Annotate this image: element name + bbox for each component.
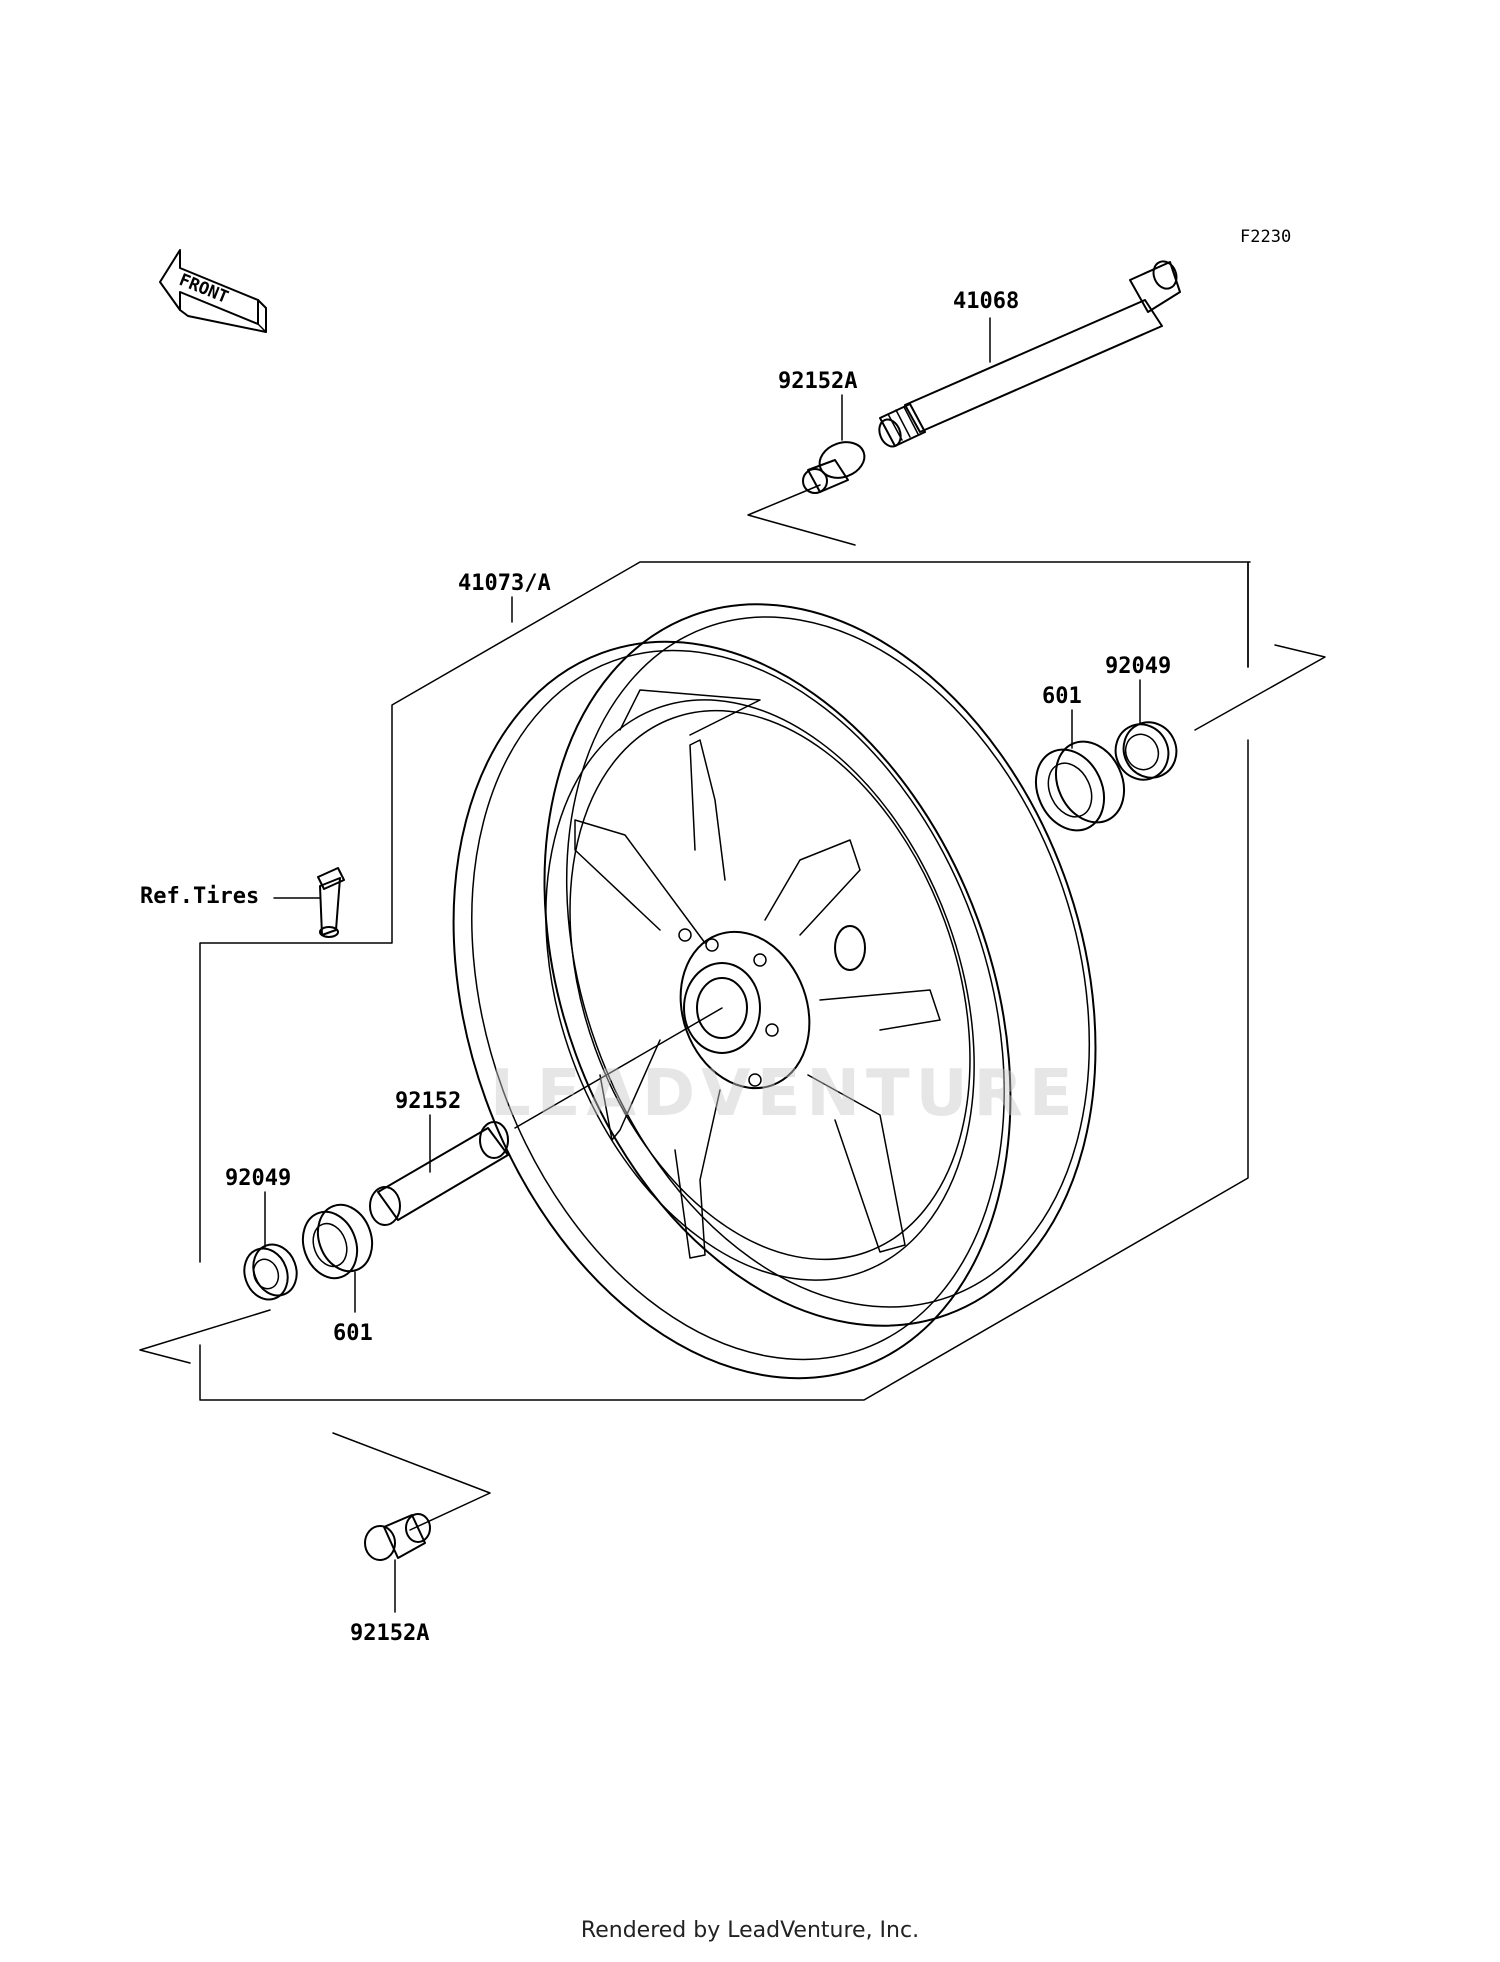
seal-right-part[interactable] — [1107, 679, 1186, 788]
seal-left-part[interactable] — [237, 1191, 303, 1306]
axle-part[interactable] — [875, 258, 1181, 450]
assembly-outline — [199, 561, 1249, 1263]
label-collar-bottom: 92152A — [350, 1621, 429, 1646]
diagram-code: F2230 — [1240, 227, 1291, 247]
axle-guide-right — [1194, 644, 1326, 731]
axle-guide-bottom — [332, 1432, 491, 1531]
axle-guide-top — [747, 484, 856, 546]
sleeve-part[interactable] — [369, 1114, 509, 1226]
collar-top-part[interactable] — [802, 394, 869, 494]
watermark: LEADVENTURE — [490, 1057, 1079, 1131]
label-valve: Ref.Tires — [140, 884, 259, 909]
valve-stem-icon[interactable] — [273, 867, 345, 938]
axle-guide-left — [139, 1309, 271, 1364]
label-wheel: 41073/A — [458, 571, 551, 596]
front-arrow-icon: FRONT — [159, 249, 267, 333]
bearing-right-part[interactable] — [1023, 709, 1137, 842]
assembly-outline-lower — [199, 739, 1249, 1401]
label-seal-left: 92049 — [225, 1166, 291, 1191]
axle-centerline — [514, 1007, 723, 1129]
collar-bottom-part[interactable] — [364, 1513, 431, 1613]
label-bearing-left: 601 — [333, 1321, 373, 1346]
bearing-left-part[interactable] — [294, 1197, 381, 1313]
wheel-part[interactable] — [356, 527, 1192, 1457]
label-collar-top: 92152A — [778, 369, 857, 394]
label-bearing-right: 601 — [1042, 684, 1082, 709]
label-sleeve: 92152 — [395, 1089, 461, 1114]
label-axle: 41068 — [953, 289, 1019, 314]
footer-credit: Rendered by LeadVenture, Inc. — [580, 1918, 920, 1943]
label-seal-right: 92049 — [1105, 654, 1171, 679]
